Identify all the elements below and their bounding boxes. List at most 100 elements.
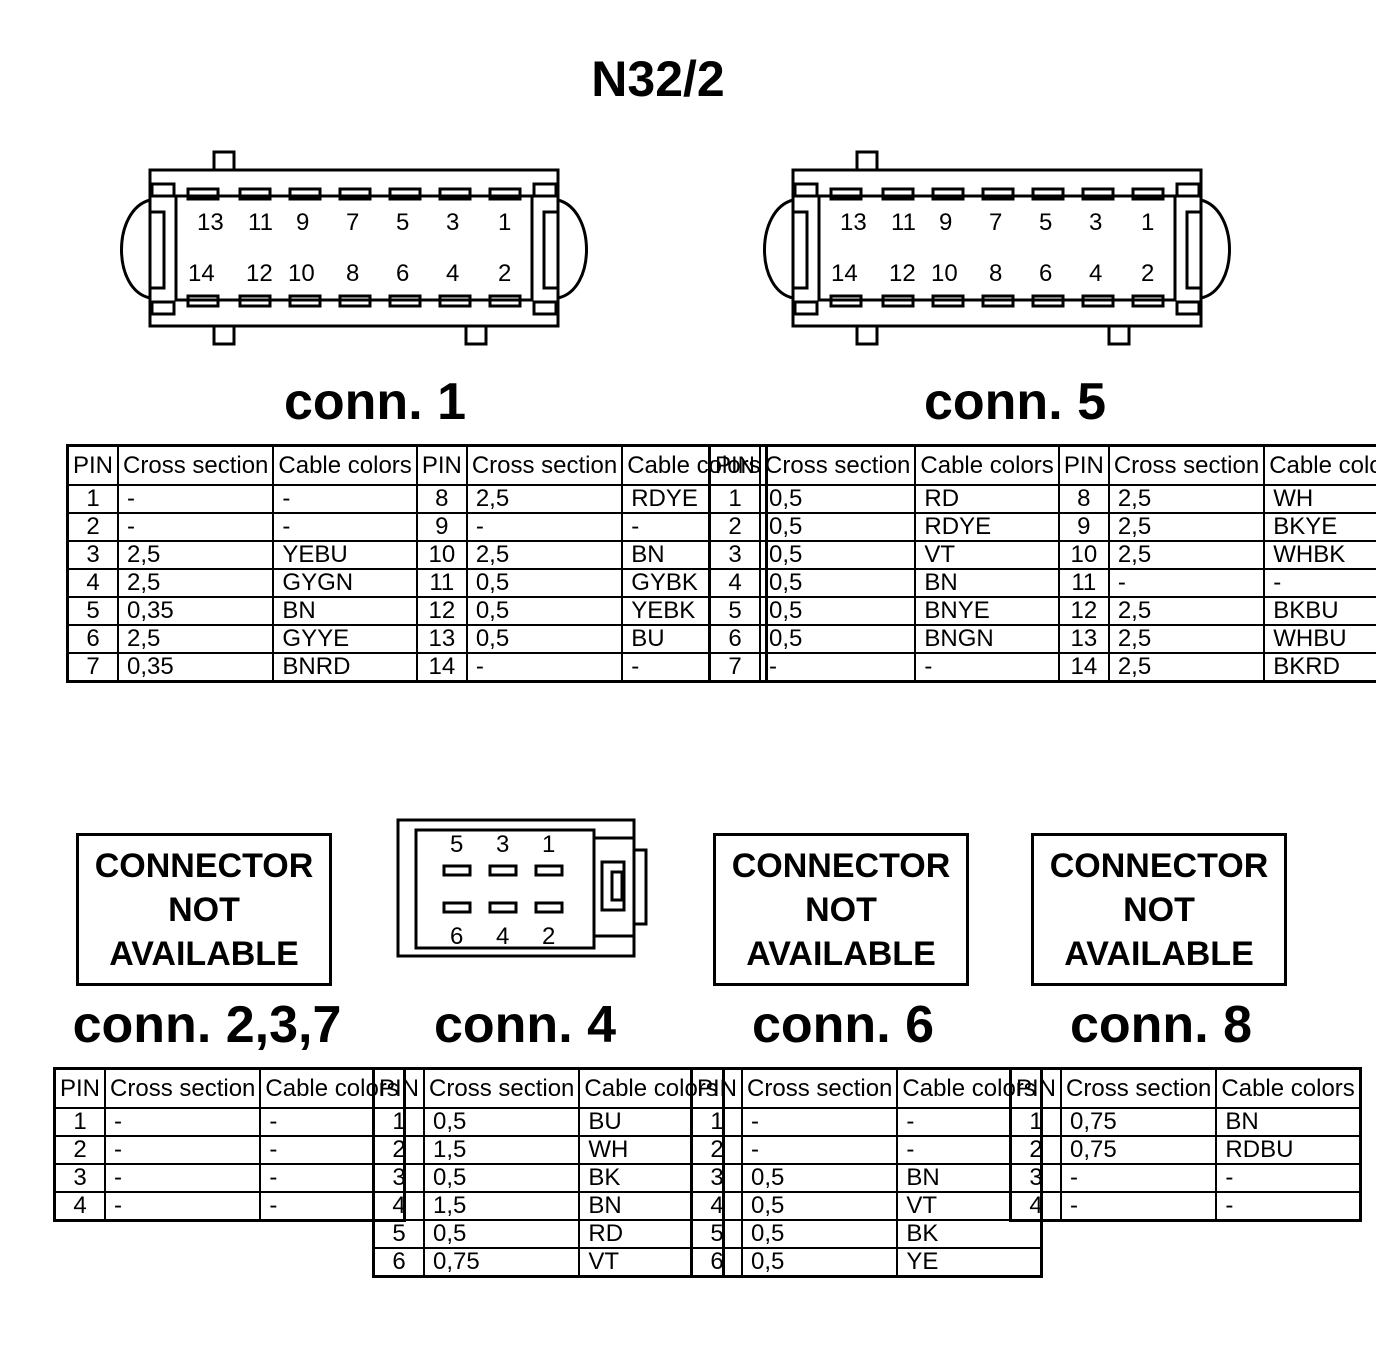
pin-number: 4 [446,260,460,287]
column-header: Cross section [465,444,624,486]
cross-section-cell: 0,5 [741,1191,899,1221]
pin-cell: 2 [53,1135,107,1165]
cable-color-cell: RD [914,484,1060,514]
cross-section-cell: 0,5 [423,1107,581,1137]
notice-line: NOT [168,890,240,929]
column-header: Cross section [104,1067,262,1109]
pin-number: 2 [1141,260,1155,287]
column-header: PIN [415,444,468,486]
column-header: Cable colors [272,444,418,486]
cross-section-cell: - [104,1135,262,1165]
table-row: 2-- [690,1135,1043,1165]
table-row: 1-- [53,1107,406,1137]
pin-number: 6 [396,260,410,287]
pin-number: 9 [939,209,953,236]
pin-number: 7 [989,209,1003,236]
table-row: 4-- [53,1191,406,1222]
pin-cell: 5 [66,596,120,626]
pin-cell: 3 [372,1163,426,1193]
pin-cell: 4 [66,568,120,598]
cable-color-cell: BNGN [914,624,1060,654]
cross-section-cell: - [1060,1163,1218,1193]
cross-section-cell: - [104,1107,262,1137]
pin-number: 2 [498,260,512,287]
cross-section-cell: 0,35 [117,596,275,626]
pin-cell: 12 [1057,596,1110,626]
cross-section-cell: 0,5 [465,568,624,598]
pin-cell: 6 [66,624,120,654]
pin-cell: 7 [708,652,762,683]
pin-number: 5 [396,209,410,236]
pin-number: 4 [496,923,510,950]
column-header: PIN [372,1067,426,1109]
cross-section-cell: 0,5 [423,1219,581,1249]
pin-number: 14 [188,260,215,287]
cross-section-cell: - [1107,568,1266,598]
cross-section-cell: 0,5 [759,512,917,542]
cross-section-cell: 0,5 [759,484,917,514]
notice-line: CONNECTOR [1049,846,1269,885]
cross-section-cell: - [759,652,917,683]
cable-color-cell: BNYE [914,596,1060,626]
column-header: Cross section [1060,1067,1218,1109]
conn-5-label: conn. 5 [923,373,1107,431]
pin-number: 4 [1089,260,1103,287]
column-header: Cable colors [1263,444,1376,486]
pin-cell: 10 [415,540,468,570]
connector-4-drawing [396,818,648,958]
pin-number: 6 [450,923,464,950]
pin-cell: 13 [1057,624,1110,654]
column-header: Cross section [741,1067,899,1109]
connector-not-available-notice: CONNECTOR NOT AVAILABLE [713,833,969,986]
cross-section-cell: 0,5 [759,540,917,570]
pin-cell: 12 [415,596,468,626]
cable-color-cell: WHBK [1263,540,1376,570]
pin-cell: 14 [415,652,468,683]
cross-section-cell: 2,5 [1107,624,1266,654]
pin-cell: 1 [690,1107,744,1137]
cable-color-cell: BKYE [1263,512,1376,542]
pin-cell: 2 [1009,1135,1063,1165]
cable-color-cell: BU [578,1107,725,1137]
pin-cell: 2 [66,512,120,542]
cross-section-cell: 0,5 [759,596,917,626]
cable-color-cell: YE [896,1247,1043,1278]
cable-color-cell: BKBU [1263,596,1376,626]
pin-cell: 10 [1057,540,1110,570]
table-row: 4-- [1009,1191,1362,1222]
cable-color-cell: BKRD [1263,652,1376,683]
cable-color-cell: WH [1263,484,1376,514]
pin-number: 13 [197,209,224,236]
cross-section-cell: 0,5 [741,1219,899,1249]
pin-number: 3 [1089,209,1103,236]
column-header: PIN [53,1067,107,1109]
notice-line: NOT [1123,890,1195,929]
pin-number: 1 [1141,209,1155,236]
cross-section-cell: 0,75 [1060,1107,1218,1137]
pin-cell: 3 [690,1163,744,1193]
pin-number: 1 [542,831,556,858]
pin-cell: 1 [1009,1107,1063,1137]
column-header: Cable colors [1215,1067,1362,1109]
cable-color-cell: GYYE [272,624,418,654]
cable-color-cell: YEBU [272,540,418,570]
cable-color-cell: - [914,652,1060,683]
pin-number: 10 [288,260,315,287]
column-header: Cross section [1107,444,1266,486]
pin-number: 7 [346,209,360,236]
pin-number: 5 [450,831,464,858]
